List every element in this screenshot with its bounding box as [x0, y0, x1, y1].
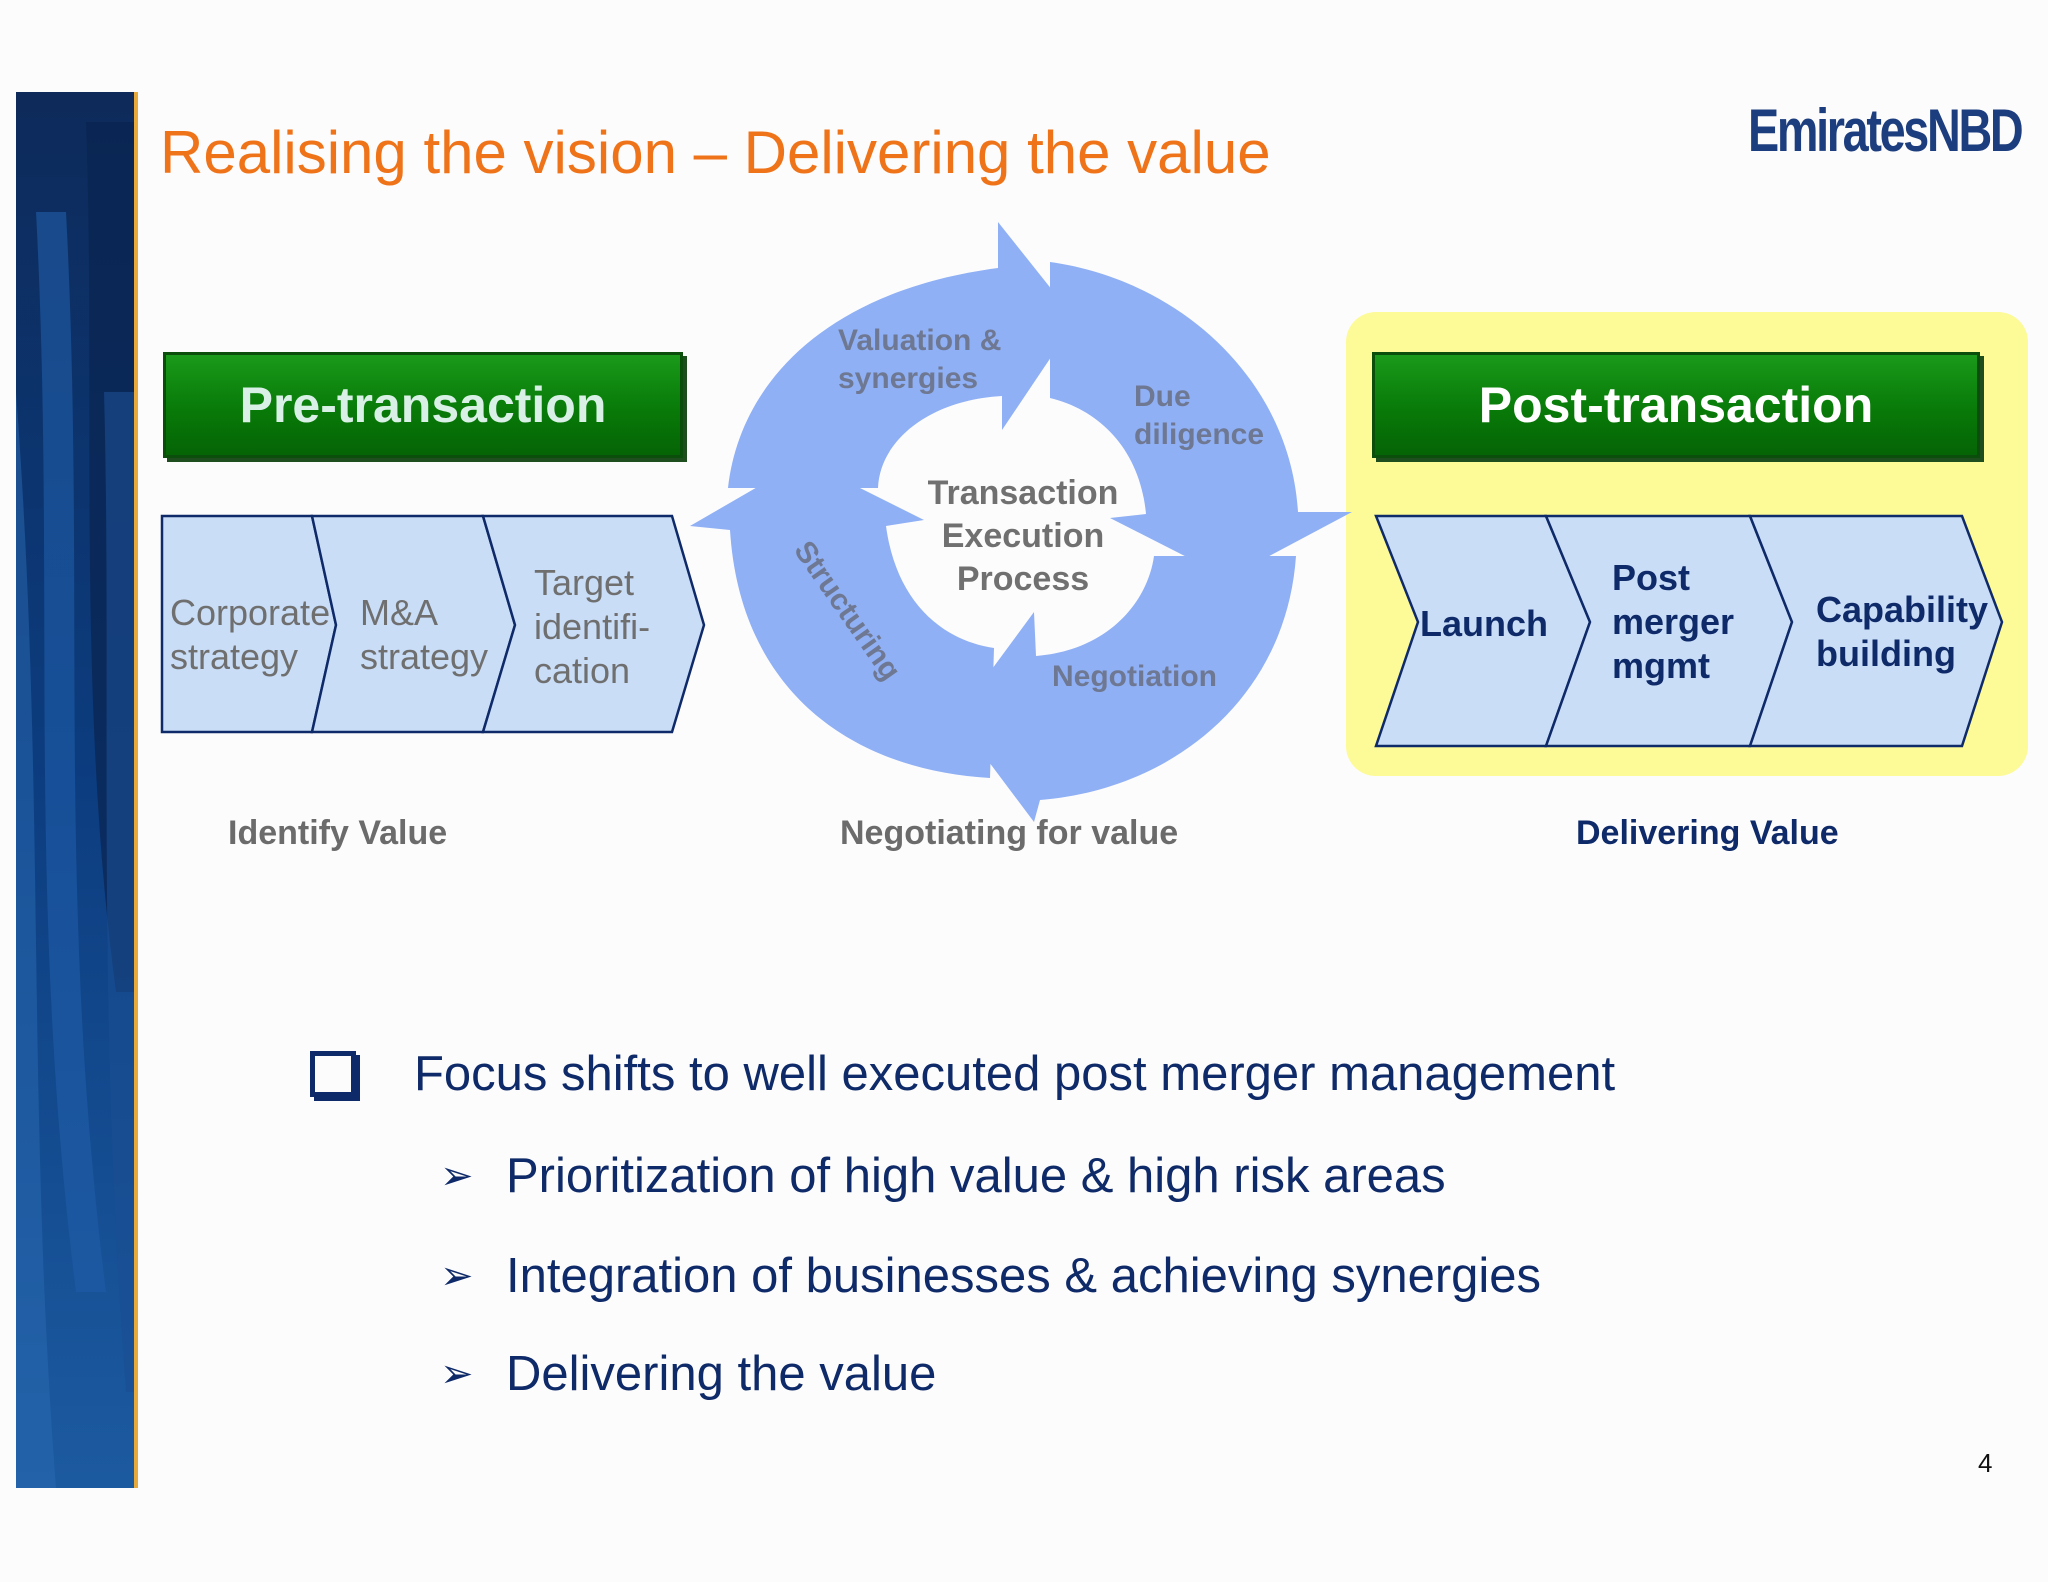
chevron-target-identification: [481, 514, 706, 734]
cycle-arrow-negotiation: [956, 556, 1296, 822]
cycle-arrow-valuation: [728, 222, 1076, 488]
sidebar-decoration: [16, 92, 134, 1488]
cycle-label-negotiation: Negotiation: [1052, 660, 1217, 693]
pre-transaction-header: Pre-transaction: [163, 352, 683, 458]
chevron-capability-building: [1748, 514, 2004, 748]
post-transaction-header: Post-transaction: [1372, 352, 1980, 458]
step-post-merger-mgmt: Post merger mgmt: [1612, 557, 1735, 686]
sub-bullet-1: ➢ Prioritization of high value & high ri…: [440, 1148, 1446, 1204]
cycle-label-valuation: Valuation & synergies: [838, 324, 1002, 395]
caption-negotiating-for-value: Negotiating for value: [840, 814, 1179, 852]
bullet-main-text: Focus shifts to well executed post merge…: [414, 1047, 1616, 1101]
caption-delivering-value: Delivering Value: [1576, 814, 1839, 852]
sub-bullet-text: Integration of businesses & achieving sy…: [506, 1249, 1542, 1303]
arrow-bullet-icon: ➢: [440, 1254, 474, 1298]
sub-bullet-2: ➢ Integration of businesses & achieving …: [440, 1248, 1541, 1304]
checkbox-bullet-icon: [310, 1051, 356, 1097]
bullet-main: Focus shifts to well executed post merge…: [310, 1046, 1615, 1102]
sub-bullet-text: Delivering the value: [506, 1347, 937, 1401]
cycle-center-label: Transaction Execution Process: [927, 474, 1119, 598]
step-ma-strategy: M&A strategy: [360, 592, 489, 677]
step-launch: Launch: [1420, 603, 1549, 644]
sub-bullet-text: Prioritization of high value & high risk…: [506, 1149, 1446, 1203]
step-capability-building: Capability building: [1816, 589, 1989, 674]
step-corporate-strategy: Corporate strategy: [170, 592, 331, 677]
sub-bullet-3: ➢ Delivering the value: [440, 1346, 936, 1402]
caption-identify-value: Identify Value: [228, 814, 448, 852]
slide-title: Realising the vision – Delivering the va…: [160, 119, 1271, 186]
step-target-identification: Target identifi- cation: [534, 562, 651, 691]
post-transaction-label: Post-transaction: [1478, 377, 1874, 433]
arrow-bullet-icon: ➢: [440, 1352, 474, 1396]
cycle-label-due-diligence: Due diligence: [1134, 380, 1265, 451]
pre-transaction-label: Pre-transaction: [239, 377, 607, 433]
brand-logo: EmiratesNBD: [1748, 97, 2024, 164]
cycle-arrow-due-diligence: [1050, 262, 1352, 578]
page-number: 4: [1978, 1448, 1993, 1478]
sidebar-accent-line: [134, 92, 138, 1488]
cycle-arrow-structuring: [690, 460, 994, 778]
arrow-bullet-icon: ➢: [440, 1154, 474, 1198]
